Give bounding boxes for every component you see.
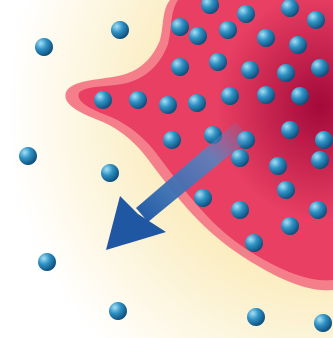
particle-inside (163, 131, 181, 149)
particle-inside (237, 5, 255, 23)
particle-inside (269, 157, 287, 175)
particle-inside (277, 64, 295, 82)
particle-inside (209, 53, 227, 71)
particle-inside (277, 181, 295, 199)
particle-inside (289, 36, 307, 54)
particle-inside (129, 91, 147, 109)
particle-inside (159, 96, 177, 114)
particle-outside (111, 21, 129, 39)
particle-inside (291, 87, 309, 105)
particle-inside (194, 189, 212, 207)
particle-inside (311, 59, 329, 77)
particle-inside (245, 234, 263, 252)
particle-inside (94, 91, 112, 109)
particle-outside (247, 308, 265, 326)
particle-inside (315, 131, 333, 149)
particle-outside (35, 38, 53, 56)
particle-inside (171, 58, 189, 76)
particle-inside (309, 201, 327, 219)
particle-outside (109, 302, 127, 320)
particle-inside (231, 201, 249, 219)
particle-inside (311, 151, 329, 169)
particle-inside (281, 121, 299, 139)
particle-outside (314, 314, 332, 332)
particle-inside (257, 29, 275, 47)
particle-inside (171, 18, 189, 36)
particle-inside (241, 61, 259, 79)
particle-inside (231, 149, 249, 167)
particle-outside (38, 253, 56, 271)
particle-inside (307, 11, 325, 29)
particle-inside (221, 87, 239, 105)
particle-inside (257, 86, 275, 104)
particle-outside (19, 147, 37, 165)
particle-outside (101, 164, 119, 182)
particle-inside (219, 21, 237, 39)
particle-inside (188, 94, 206, 112)
particle-inside (281, 217, 299, 235)
particle-inside (189, 27, 207, 45)
